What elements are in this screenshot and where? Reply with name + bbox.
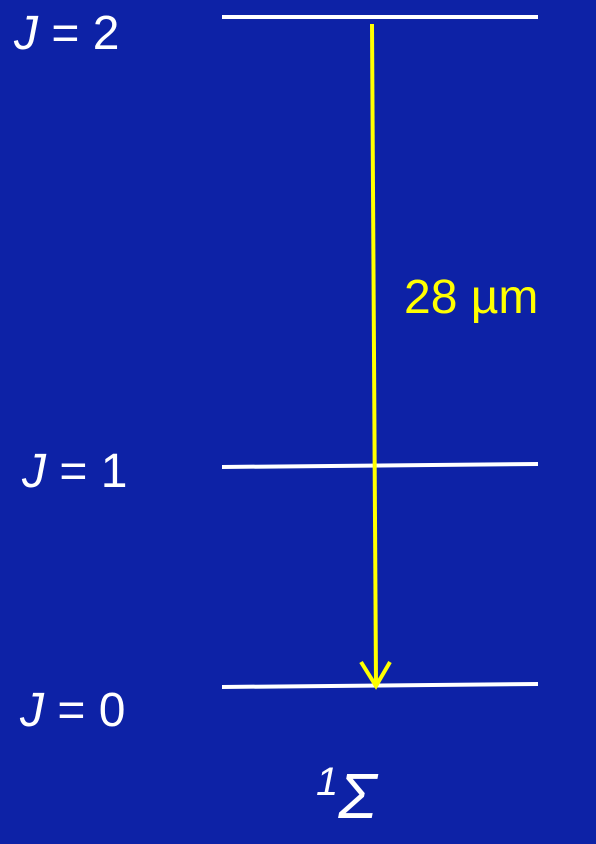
level-label-j0-equals: = [44, 684, 99, 737]
level-label-j2-symbol: J [14, 7, 38, 60]
level-label-j2-value: 2 [92, 7, 120, 60]
level-label-j0: J = 0 [20, 687, 125, 735]
term-symbol: 1Σ [316, 762, 377, 828]
level-label-j1: J = 1 [22, 448, 127, 496]
term-symbol-sigma: Σ [338, 760, 377, 832]
transition-arrow-shaft [370, 23, 378, 685]
level-label-j1-equals: = [46, 445, 101, 498]
level-line-j1 [221, 462, 539, 469]
level-line-j0 [221, 682, 539, 689]
level-label-j0-symbol: J [20, 684, 44, 737]
term-symbol-multiplicity: 1 [316, 760, 339, 804]
level-label-j1-value: 1 [100, 445, 128, 498]
level-label-j2: J = 2 [14, 10, 119, 58]
level-label-j0-value: 0 [98, 684, 126, 737]
transition-wavelength-label: 28 µm [404, 271, 539, 324]
level-label-j2-equals: = [38, 7, 93, 60]
level-label-j1-symbol: J [22, 445, 46, 498]
transition-arrow-head [359, 660, 392, 690]
